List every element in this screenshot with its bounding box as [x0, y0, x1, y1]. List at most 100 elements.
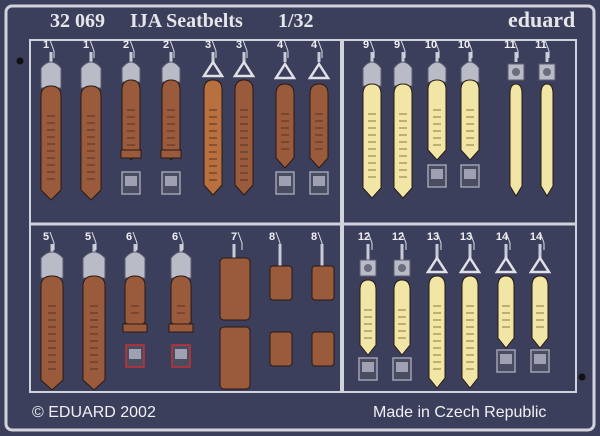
- belt-adjuster: [120, 149, 142, 159]
- sprue-tab: [504, 244, 508, 260]
- buckle-end: [40, 251, 64, 279]
- belt-strap: [124, 275, 146, 333]
- belt-strap: [80, 85, 102, 201]
- part-number-label: 5: [85, 231, 91, 243]
- belt-strap: [460, 79, 480, 161]
- part-number-label: 8: [269, 231, 275, 243]
- label-tick: [91, 231, 97, 244]
- label-tick: [283, 39, 289, 52]
- clip-plate: [313, 176, 325, 186]
- clip-plate: [396, 362, 408, 372]
- sprue-tab: [435, 244, 439, 260]
- sprue-tab: [133, 244, 137, 252]
- belt-strap: [540, 83, 554, 197]
- part-number-label: 12: [392, 231, 404, 243]
- sprue-tab: [283, 52, 287, 62]
- part-number-label: 8: [311, 231, 317, 243]
- triangle-buckle: [273, 61, 297, 80]
- triangle-buckle: [201, 59, 225, 78]
- clip-plate: [125, 176, 137, 186]
- sprue-tab: [370, 52, 374, 62]
- belt-adjuster: [160, 149, 182, 159]
- triangle-buckle: [425, 255, 449, 274]
- label-tick: [467, 39, 473, 52]
- sprue-tab: [538, 244, 542, 260]
- belt-strap: [427, 79, 447, 161]
- part-number-label: 10: [458, 39, 470, 51]
- shoulder-pad: [219, 326, 251, 390]
- clip-plate: [129, 349, 141, 359]
- belt-strap: [362, 83, 382, 199]
- belt-adjuster: [122, 323, 148, 333]
- sprue-tab: [242, 52, 246, 62]
- buckle-end: [124, 251, 146, 279]
- buckle-end: [170, 251, 192, 279]
- copyright-text: © EDUARD 2002: [32, 404, 156, 421]
- clip-plate: [464, 169, 476, 179]
- buckle-end: [393, 61, 413, 87]
- triangle-buckle: [528, 255, 552, 274]
- belt-strap: [461, 275, 479, 389]
- part-number-label: 13: [460, 231, 472, 243]
- clip-plate: [362, 362, 374, 372]
- part-number-label: 11: [535, 39, 547, 51]
- shoulder-pad: [219, 257, 251, 321]
- lap-pad: [269, 331, 293, 367]
- part-number-label: 12: [358, 231, 370, 243]
- label-tick: [401, 231, 407, 244]
- buckle-end: [121, 61, 141, 83]
- part-number-label: 10: [425, 39, 437, 51]
- belt-strap: [393, 83, 413, 199]
- label-tick: [505, 231, 511, 244]
- lap-pad: [269, 265, 293, 301]
- label-tick: [539, 231, 545, 244]
- label-tick: [237, 231, 243, 244]
- sprue-tab: [401, 52, 405, 62]
- label-tick: [129, 39, 135, 52]
- part-number-label: 14: [496, 231, 509, 243]
- part-number-label: 2: [123, 39, 129, 51]
- clip-plate: [500, 354, 512, 364]
- sprue-tab: [320, 244, 324, 266]
- sprue-tab: [317, 52, 321, 62]
- sprue-tab: [468, 244, 472, 260]
- part-number-label: 1: [83, 39, 89, 51]
- buckle-end: [362, 61, 382, 87]
- part-number-label: 6: [126, 231, 132, 243]
- buckle-end: [40, 61, 62, 89]
- triangle-buckle: [458, 255, 482, 274]
- label-tick: [132, 231, 138, 244]
- sprue-tab: [435, 52, 439, 62]
- sprue-tab: [468, 52, 472, 62]
- sprue-tab: [89, 52, 93, 62]
- part-number-label: 5: [43, 231, 49, 243]
- brand-logo: eduard: [508, 7, 575, 32]
- label-tick: [89, 39, 95, 52]
- label-tick: [434, 39, 440, 52]
- belt-strap: [170, 275, 192, 333]
- sprue-tab: [49, 52, 53, 62]
- buckle-end: [82, 251, 106, 279]
- label-tick: [317, 39, 323, 52]
- part-number-label: 11: [504, 39, 516, 51]
- belt-strap: [309, 83, 329, 169]
- clip-plate: [431, 169, 443, 179]
- part-number-label: 9: [363, 39, 369, 51]
- lap-pad: [311, 331, 335, 367]
- part-number-label: 3: [236, 39, 242, 51]
- label-tick: [400, 39, 406, 52]
- part-number-label: 4: [311, 39, 318, 51]
- fret-inner-frame: [29, 39, 577, 393]
- label-tick: [211, 39, 217, 52]
- buckle-rivet: [398, 264, 406, 272]
- triangle-buckle: [232, 59, 256, 78]
- buckle-rivet: [512, 68, 520, 76]
- label-tick: [513, 39, 519, 52]
- fret-title: IJA Seatbelts: [130, 10, 243, 32]
- part-number-label: 4: [277, 39, 284, 51]
- sprue-tab: [211, 52, 215, 62]
- part-number-label: 9: [394, 39, 400, 51]
- sprue-tab: [169, 52, 173, 62]
